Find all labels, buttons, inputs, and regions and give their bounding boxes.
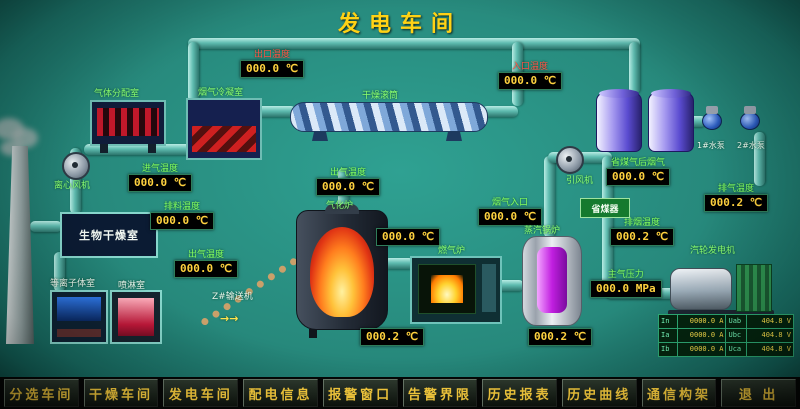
menu-button-distribution-info[interactable]: 配电信息 <box>243 379 318 407</box>
steam-boiler <box>522 236 582 326</box>
plasma-chamber <box>50 290 108 344</box>
label-condenser: 烟气冷凝室 <box>198 88 244 98</box>
gauge-main-steam-pressure: 主气压力 000.0 MPa <box>590 270 662 298</box>
flue-gas-condenser <box>186 98 262 160</box>
table-row: Ia 0000.0 A Ubc 404.8 V <box>657 328 795 343</box>
generator-parameter-table: In 0000.0 A Uab 404.8 V Ia 0000.0 A Ubc … <box>657 314 795 357</box>
label-turbine-generator: 汽轮发电机 <box>690 246 736 256</box>
induced-draft-fan <box>556 146 584 174</box>
gasification-furnace <box>296 204 388 338</box>
gauge-inlet-temp-top: 入口温度 000.0 ℃ <box>498 62 563 90</box>
gauge-flue-inlet-temp: 烟气入口 000.0 ℃ <box>478 198 543 226</box>
menu-button-drying-workshop[interactable]: 干燥车间 <box>83 379 159 407</box>
gauge-boiler-bottom-temp: 000.2 ℃ <box>528 328 593 346</box>
menu-button-alarm-limits[interactable]: 告警界限 <box>402 379 478 407</box>
gauge-gas-furnace-temp: 000.0 ℃ <box>376 228 441 246</box>
label-induced-fan: 引风机 <box>566 176 594 186</box>
turbine-cylinder <box>670 268 732 310</box>
label-pump-2: 2#水泵 <box>737 141 765 150</box>
gauge-discharge-temp: 排料温度 000.0 ℃ <box>150 202 215 230</box>
water-pump-1 <box>702 106 722 130</box>
water-pump-2 <box>740 106 760 130</box>
gauge-flue-exhaust-temp: 排烟温度 000.2 ℃ <box>610 218 675 246</box>
pipe-right-drop <box>629 42 640 94</box>
menu-button-history-curve[interactable]: 历史曲线 <box>561 379 637 407</box>
label-gas-furnace: 燃气炉 <box>438 246 466 256</box>
generator-body <box>736 264 772 312</box>
menu-button-exit[interactable]: 退 出 <box>721 379 797 407</box>
table-row: In 0000.0 A Uab 404.8 V <box>657 314 795 329</box>
gauge-outlet-temp-top: 出口温度 000.0 ℃ <box>240 50 305 78</box>
label-gas-distribution: 气体分配室 <box>94 89 140 99</box>
menu-button-alarm-window[interactable]: 报警窗口 <box>322 379 398 407</box>
label-conveyor: Z#输送机 <box>212 292 253 302</box>
gauge-economizer-after-temp: 省煤气后烟气 000.0 ℃ <box>606 158 671 186</box>
gauge-gas-furnace-bottom-temp: 000.2 ℃ <box>360 328 425 346</box>
menu-button-power-workshop[interactable]: 发电车间 <box>163 379 239 407</box>
storage-tank-2 <box>648 89 694 152</box>
bio-drying-room: 生物干燥室 <box>60 212 158 258</box>
gauge-gasifier-outlet-temp: 出气温度 000.0 ℃ <box>316 168 381 196</box>
label-steam-boiler: 蒸汽锅炉 <box>524 226 561 236</box>
label-centrifugal-fan: 离心风机 <box>54 181 91 191</box>
page-title: 发电车间 <box>337 12 462 37</box>
label-pump-1: 1#水泵 <box>697 141 725 150</box>
condenser-coils <box>192 126 256 152</box>
gauge-outgas-temp: 出气温度 000.0 ℃ <box>174 250 239 278</box>
storage-tank-1 <box>596 89 642 152</box>
label-plasma-chamber: 等离子体室 <box>50 279 96 289</box>
label-drying-drum: 干燥滚筒 <box>362 91 399 101</box>
conveyor-direction-arrows: →→ <box>220 312 239 325</box>
bottom-menu-bar: 分选车间 干燥车间 发电车间 配电信息 报警窗口 告警界限 历史报表 历史曲线 … <box>0 377 800 409</box>
centrifugal-fan <box>62 152 90 180</box>
menu-button-comm-framework[interactable]: 通信构架 <box>641 379 717 407</box>
turbine-generator <box>668 256 774 322</box>
pipe-top-main <box>188 38 640 49</box>
spray-chamber <box>110 290 162 344</box>
economizer: 省煤器 <box>580 198 630 218</box>
menu-button-sorting-workshop[interactable]: 分选车间 <box>4 379 79 407</box>
label-gasifier: 气化炉 <box>326 201 354 211</box>
boiler-core <box>537 247 567 313</box>
pipe-bioroom-chimney <box>30 221 62 232</box>
gas-distribution-chamber <box>90 100 166 153</box>
label-spray-chamber: 喷淋室 <box>118 281 146 291</box>
gas-furnace-flame <box>431 275 463 303</box>
gauge-turbine-exhaust-temp: 排气温度 000.2 ℃ <box>704 184 769 212</box>
gauge-intake-temp: 进气温度 000.0 ℃ <box>128 164 193 192</box>
gas-furnace <box>410 256 502 324</box>
gasifier-flame <box>310 227 374 317</box>
menu-button-history-report[interactable]: 历史报表 <box>482 379 557 407</box>
economizer-label: 省煤器 <box>591 204 619 215</box>
table-row: Ib 0000.0 A Uca 404.8 V <box>657 342 795 357</box>
chimney <box>6 146 34 344</box>
drying-drum <box>290 102 488 132</box>
bio-drying-room-label: 生物干燥室 <box>79 229 139 242</box>
gas-distribution-tubes <box>97 108 159 136</box>
